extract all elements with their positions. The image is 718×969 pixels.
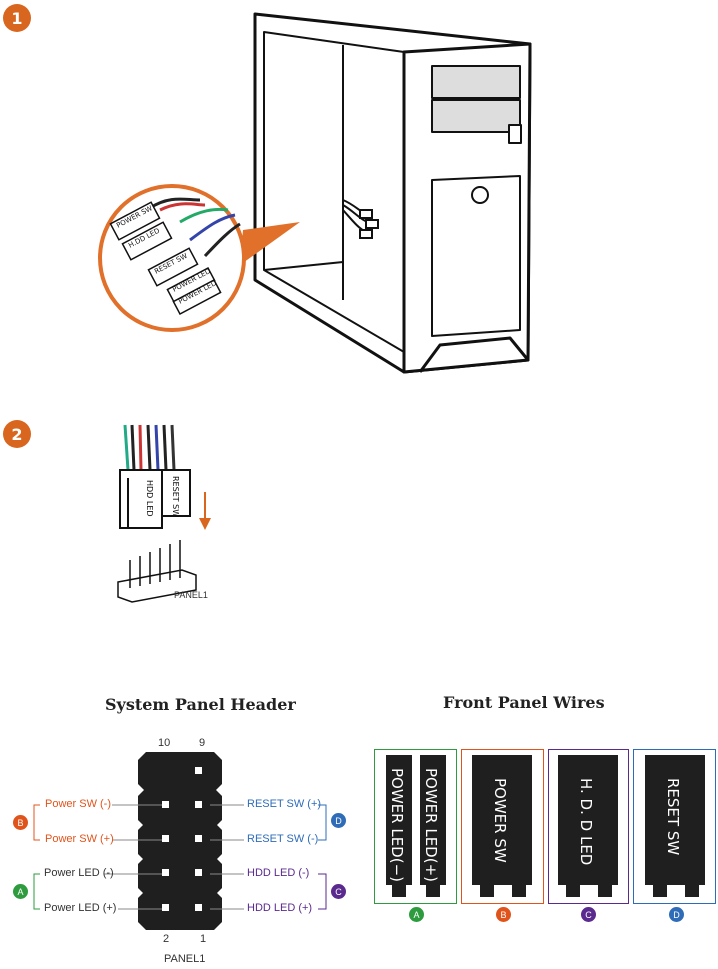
wire-group-d-badge: D <box>669 907 684 922</box>
group-d-badge: D <box>331 813 346 828</box>
step-1-badge: 1 <box>3 4 31 32</box>
step-2-badge: 2 <box>3 420 31 448</box>
panel-header-pin-block <box>138 752 222 930</box>
wire-label-power-led-neg: POWER LED(−) <box>388 768 406 882</box>
pin-label-hdd-led-pos: HDD LED (+) <box>247 902 313 914</box>
step2-header-label: PANEL1 <box>174 590 208 600</box>
pin-label-reset-sw-neg: RESET SW (-) <box>247 833 319 845</box>
pin-number-1: 1 <box>200 933 207 945</box>
connector-label-reset-sw: RESET SW <box>171 476 180 517</box>
pin-label-hdd-led-neg: HDD LED (-) <box>247 867 310 879</box>
front-panel-wires-title: Front Panel Wires <box>443 693 605 712</box>
connector-label-hdd-led: HDD LED <box>145 480 154 517</box>
wire-group-b-badge: B <box>496 907 511 922</box>
wire-label-power-led-pos: POWER LED(+) <box>422 768 440 882</box>
group-a-badge: A <box>13 884 28 899</box>
wire-label-hdd-led: H. D. D LED <box>577 778 595 865</box>
pin-label-power-sw-neg: Power SW (-) <box>45 798 111 810</box>
pin-number-10: 10 <box>158 737 171 749</box>
pin-label-power-led-pos: Power LED (+) <box>44 902 117 914</box>
group-c-badge: C <box>331 884 346 899</box>
front-panel-wires-illustration: POWER LED(−) POWER LED(+) POWER SW H. D.… <box>374 749 716 904</box>
group-b-badge: B <box>13 815 28 830</box>
pin-leader-lines <box>33 804 327 910</box>
pin-label-reset-sw-pos: RESET SW (+) <box>247 798 322 810</box>
panel-header-footer-label: PANEL1 <box>164 953 206 965</box>
wire-group-a-badge: A <box>409 907 424 922</box>
pin-label-power-led-neg: Power LED (-) <box>44 867 114 879</box>
wire-label-reset-sw: RESET SW <box>664 778 682 855</box>
wire-group-c-badge: C <box>581 907 596 922</box>
system-panel-header-title: System Panel Header <box>105 695 296 714</box>
pin-label-power-sw-pos: Power SW (+) <box>45 833 114 845</box>
pc-case-illustration: POWER SW H.DD LED RESET SW POWER LED POW… <box>98 12 532 374</box>
connector-insertion-illustration: HDD LED RESET SW PANEL1 <box>117 424 211 603</box>
pin-number-9: 9 <box>199 737 206 749</box>
wire-label-power-sw: POWER SW <box>491 778 509 863</box>
pin-number-2: 2 <box>163 933 170 945</box>
